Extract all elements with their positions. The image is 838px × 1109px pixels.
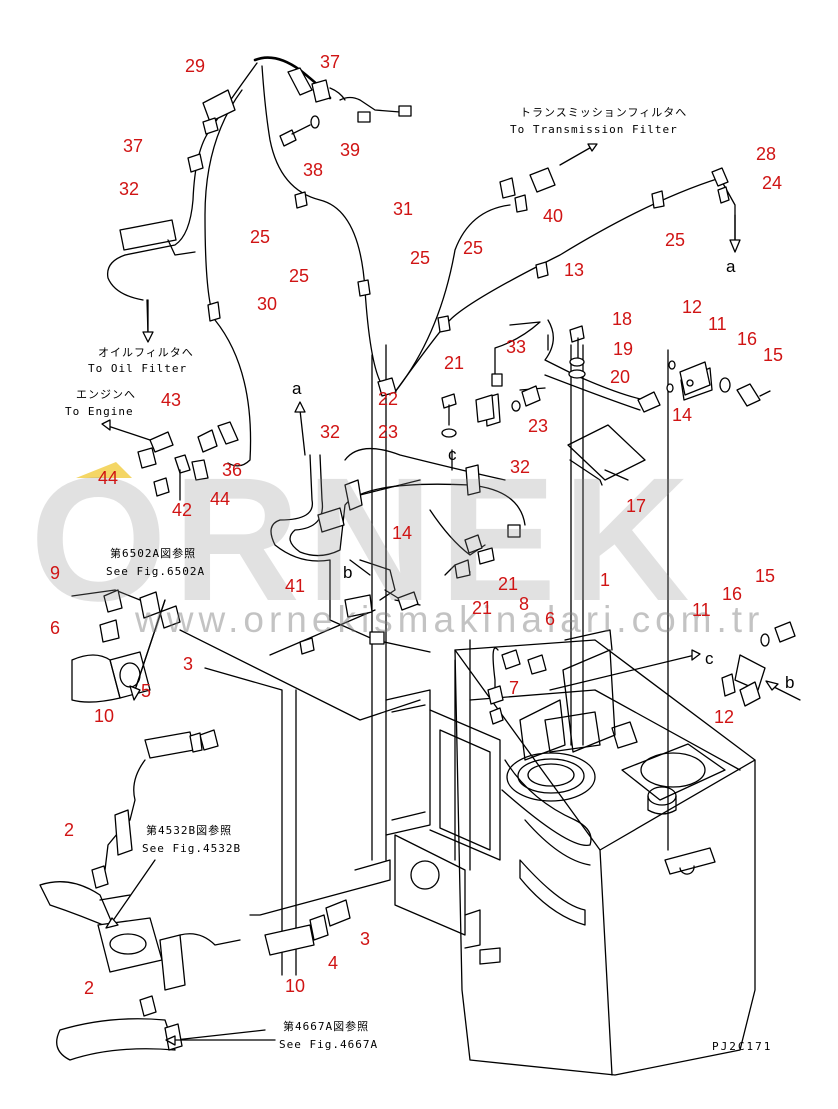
callout: 9 <box>50 563 60 583</box>
watermark: ORNEK www.ornekismakinalari.com.tr <box>30 442 764 640</box>
callout: 5 <box>141 681 151 701</box>
note-transmission-filter-en: To Transmission Filter <box>510 123 678 136</box>
callout: 3 <box>183 654 193 674</box>
view-letter-c-lower: c <box>705 649 714 668</box>
callout: 21 <box>472 598 492 618</box>
callout: 37 <box>320 52 340 72</box>
callout: 23 <box>528 416 548 436</box>
callout: 1 <box>600 570 610 590</box>
callout: 11 <box>708 314 727 334</box>
note-ref-4532b-jp: 第4532B図参照 <box>146 823 232 837</box>
callout: 44 <box>210 489 230 509</box>
callout: 29 <box>185 56 205 76</box>
callout: 37 <box>123 136 143 156</box>
note-ref-4667a-en: See Fig.4667A <box>279 1038 378 1051</box>
callout: 25 <box>463 238 483 258</box>
callout: 22 <box>378 389 398 409</box>
note-transmission-filter-jp: トランスミッションフィルタへ <box>520 106 687 119</box>
callout: 41 <box>285 576 305 596</box>
notes: トランスミッションフィルタへ To Transmission Filter オイ… <box>65 106 687 1051</box>
components <box>39 67 796 1061</box>
callout: 40 <box>543 206 563 226</box>
callout: 12 <box>714 707 734 727</box>
callout: 28 <box>756 144 776 164</box>
callout: 32 <box>119 179 139 199</box>
callout: 19 <box>613 339 633 359</box>
callout: 21 <box>444 353 464 373</box>
view-letter-c-upper: c <box>448 445 457 464</box>
callout: 24 <box>762 173 782 193</box>
callout: 39 <box>340 140 360 160</box>
callout: 7 <box>509 678 519 698</box>
note-oil-filter-jp: オイルフィルタへ <box>98 346 194 359</box>
note-ref-6502a-jp: 第6502A図参照 <box>110 546 196 560</box>
note-engine-jp: エンジンへ <box>76 388 136 401</box>
watermark-accent <box>76 462 132 478</box>
callout: 8 <box>519 594 529 614</box>
callout: 30 <box>257 294 277 314</box>
callout: 18 <box>612 309 632 329</box>
callout: 33 <box>506 337 526 357</box>
callout: 42 <box>172 500 192 520</box>
direction-arrows <box>99 143 801 1046</box>
note-oil-filter-en: To Oil Filter <box>88 362 187 375</box>
callout: 32 <box>510 457 530 477</box>
callout: 25 <box>250 227 270 247</box>
watermark-logo: ORNEK <box>30 442 696 638</box>
callout: 20 <box>610 367 630 387</box>
callout: 15 <box>763 345 783 365</box>
view-letter-a-right: a <box>726 257 736 276</box>
callout: 44 <box>98 468 118 488</box>
callout: 16 <box>737 329 757 349</box>
note-engine-en: To Engine <box>65 405 134 418</box>
callout: 38 <box>303 160 323 180</box>
view-letter-b-left: b <box>343 563 352 582</box>
callout: 31 <box>393 199 413 219</box>
callout: 25 <box>410 248 430 268</box>
long-pipe-lines <box>179 609 421 976</box>
drawing-code: PJ2C171 <box>712 1040 772 1053</box>
note-ref-4667a-jp: 第4667A図参照 <box>283 1019 369 1033</box>
callout: 43 <box>161 390 181 410</box>
callout: 14 <box>392 523 412 543</box>
callout: 2 <box>64 820 74 840</box>
hydraulic-tank <box>454 639 756 1076</box>
callouts: 29 37 37 39 38 32 25 31 40 28 24 25 25 1… <box>50 52 783 998</box>
callout: 23 <box>378 422 398 442</box>
callout: 6 <box>50 618 60 638</box>
callout: 21 <box>498 574 518 594</box>
callout: 13 <box>564 260 584 280</box>
callout: 32 <box>320 422 340 442</box>
callout: 16 <box>722 584 742 604</box>
view-letters: a a b b c c <box>292 257 794 692</box>
callout: 10 <box>94 706 114 726</box>
frame-bracket <box>371 344 766 965</box>
view-letter-a-left: a <box>292 379 302 398</box>
callout: 11 <box>692 600 711 620</box>
callout: 4 <box>328 953 338 973</box>
callout: 14 <box>672 405 692 425</box>
callout: 3 <box>360 929 370 949</box>
view-letter-b-right: b <box>785 673 794 692</box>
callout: 36 <box>222 460 242 480</box>
callout: 25 <box>665 230 685 250</box>
callout: 25 <box>289 266 309 286</box>
callout: 17 <box>626 496 646 516</box>
watermark-url: www.ornekismakinalari.com.tr <box>134 599 764 640</box>
callout: 12 <box>682 297 702 317</box>
note-ref-6502a-en: See Fig.6502A <box>106 565 205 578</box>
callout: 6 <box>545 609 555 629</box>
note-ref-4532b-en: See Fig.4532B <box>142 842 241 855</box>
callout: 2 <box>84 978 94 998</box>
callout: 10 <box>285 976 305 996</box>
callout: 15 <box>755 566 775 586</box>
